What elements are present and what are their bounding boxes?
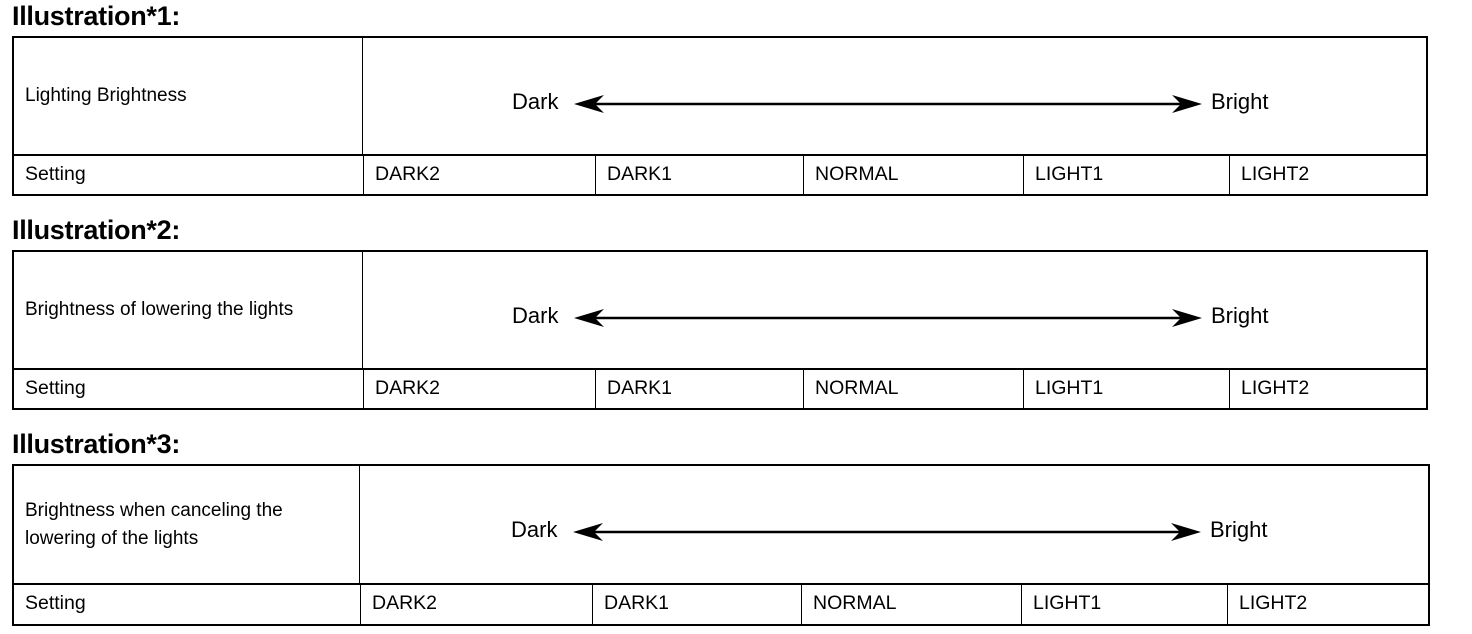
scale-dark-label: Dark xyxy=(512,89,559,114)
brightness-label: Brightness when canceling the lowering o… xyxy=(14,466,360,583)
setting-dark1: DARK1 xyxy=(595,156,803,196)
setting-row-label: Setting xyxy=(25,592,86,614)
setting-row-label: Setting xyxy=(25,163,86,185)
brightness-table: Brightness when canceling the lowering o… xyxy=(12,464,1430,626)
setting-light2: LIGHT2 xyxy=(1229,156,1426,196)
brightness-scale: Dark Bright xyxy=(363,252,1426,368)
brightness-scale: Dark Bright xyxy=(360,466,1428,583)
setting-light1: LIGHT1 xyxy=(1023,370,1229,410)
setting-row-label: Setting xyxy=(25,377,86,399)
setting-dark1: DARK1 xyxy=(592,585,801,626)
setting-dark2: DARK2 xyxy=(363,370,595,410)
scale-bright-label: Bright xyxy=(1210,517,1268,542)
brightness-label-text: Lighting Brightness xyxy=(25,85,187,106)
brightness-label: Brightness of lowering the lights xyxy=(14,252,363,368)
scale-dark-label: Dark xyxy=(512,303,559,328)
double-arrow-icon xyxy=(573,523,1201,541)
illustration-3: Illustration*3: Brightness when canceling… xyxy=(0,428,1472,626)
setting-normal: NORMAL xyxy=(801,585,1021,626)
illustration-title: Illustration*1: xyxy=(12,1,181,31)
setting-light2: LIGHT2 xyxy=(1227,585,1428,626)
setting-dark2: DARK2 xyxy=(360,585,592,626)
setting-normal: NORMAL xyxy=(803,370,1023,410)
brightness-label: Lighting Brightness xyxy=(14,38,363,154)
brightness-table: Brightness of lowering the lights Dark Bri… xyxy=(12,250,1428,410)
brightness-label-text: Brightness of lowering the lights xyxy=(25,299,294,320)
illustration-title: Illustration*2: xyxy=(12,215,181,245)
illustration-title: Illustration*3: xyxy=(12,429,181,459)
illustration-2: Illustration*2: Brightness of lowering th… xyxy=(0,214,1472,410)
setting-normal: NORMAL xyxy=(803,156,1023,196)
setting-dark1: DARK1 xyxy=(595,370,803,410)
setting-light1: LIGHT1 xyxy=(1021,585,1227,626)
setting-light2: LIGHT2 xyxy=(1229,370,1426,410)
illustration-1: Illustration*1: Lighting Brightness Dark Br… xyxy=(0,0,1472,196)
setting-light1: LIGHT1 xyxy=(1023,156,1229,196)
brightness-label-text: Brightness when canceling the lowering o… xyxy=(25,499,283,549)
scale-bright-label: Bright xyxy=(1211,89,1269,114)
setting-dark2: DARK2 xyxy=(363,156,595,196)
scale-dark-label: Dark xyxy=(511,517,558,542)
double-arrow-icon xyxy=(574,309,1202,327)
brightness-scale: Dark Bright xyxy=(363,38,1426,154)
double-arrow-icon xyxy=(574,95,1202,113)
scale-bright-label: Bright xyxy=(1211,303,1269,328)
